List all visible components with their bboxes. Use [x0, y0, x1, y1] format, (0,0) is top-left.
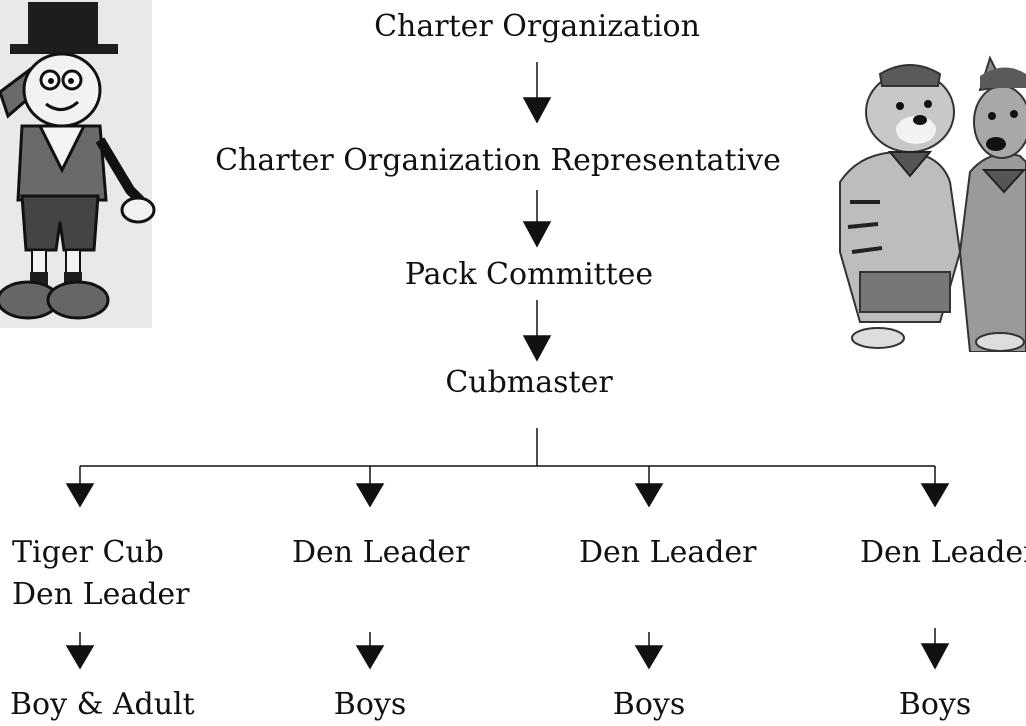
den-leader-node: Den Leader	[292, 535, 470, 570]
den-members-node: Boys	[898, 687, 972, 722]
charter-organization-representative-node: Charter Organization Representative	[215, 143, 781, 178]
den-members-node: Boy & Adult	[10, 687, 195, 722]
scout-boy-illustration	[0, 0, 156, 328]
cubmaster-node: Cubmaster	[445, 365, 613, 400]
den-leader-node: Den Leader	[860, 535, 1026, 570]
den-members-node: Boys	[333, 687, 407, 722]
den-leader-line2: Den Leader	[12, 577, 190, 612]
pack-committee-node: Pack Committee	[404, 257, 654, 292]
charter-organization-node: Charter Organization	[374, 9, 700, 44]
tiger-cub-den-leader-node: Tiger Cub Den Leader	[12, 532, 190, 616]
tiger-wolf-mascots-illustration	[839, 55, 1026, 352]
den-leader-line1: Tiger Cub	[12, 535, 164, 570]
den-members-node: Boys	[612, 687, 686, 722]
den-leader-node: Den Leader	[579, 535, 757, 570]
